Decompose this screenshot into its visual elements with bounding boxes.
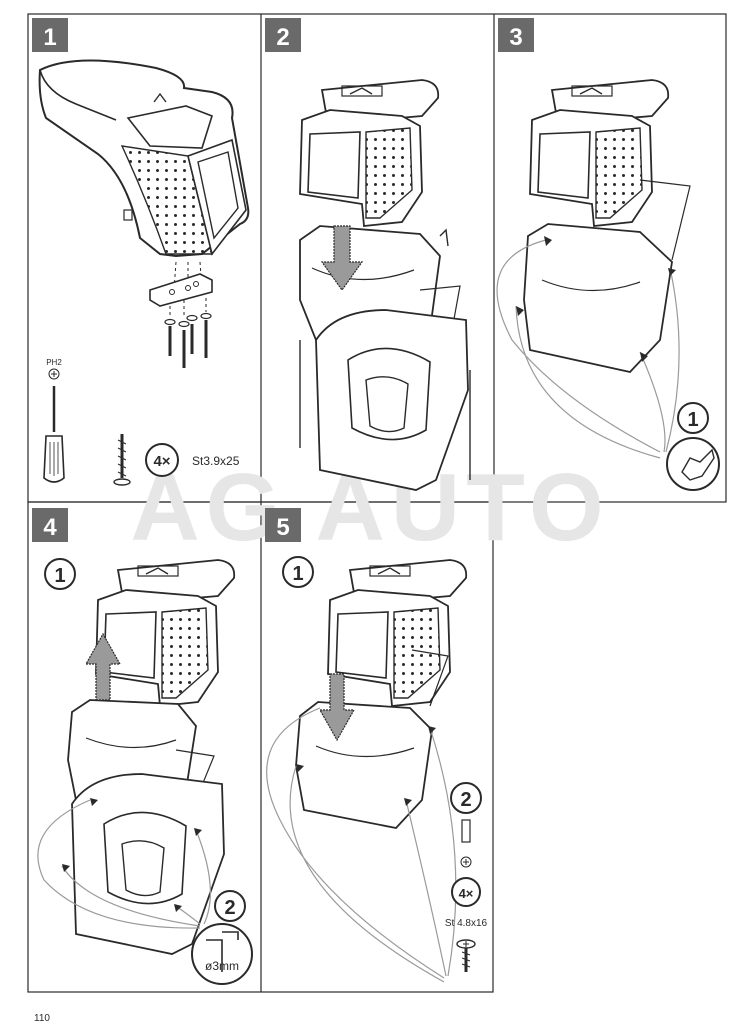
screwdriver-icon <box>460 819 472 868</box>
substep-2-badge <box>450 782 482 814</box>
step-2-badge <box>265 18 301 52</box>
armrest-drawing <box>95 559 236 707</box>
armrest-drawing <box>299 79 440 227</box>
arrow-down-icon <box>320 225 364 292</box>
step-4-number: 4 <box>43 514 57 541</box>
substep-1-number: 1 <box>687 409 698 431</box>
arrow-down-icon <box>318 673 356 742</box>
step-5-panel: 5 1 2 4× St 4.8x16 <box>265 508 488 983</box>
screwdriver-drawing: PH2 <box>43 358 65 483</box>
armrest-drawing <box>529 79 670 227</box>
step-1-badge <box>32 18 68 52</box>
screw-spec: St 4.8x16 <box>445 918 488 929</box>
drill-size-label: ø3mm <box>205 959 239 973</box>
substep-1-badge <box>44 558 76 590</box>
arrow-up-icon <box>84 632 122 701</box>
screw-spec: St3.9x25 <box>192 454 240 468</box>
step-4-panel: 4 1 2 ø3mm <box>32 508 253 985</box>
guide-curves <box>266 707 457 983</box>
step-1-panel: 1 <box>32 18 250 486</box>
armrest-drawing <box>38 59 250 258</box>
step-5-number: 5 <box>276 514 289 541</box>
step-2-number: 2 <box>276 24 289 51</box>
screw-count: 4× <box>153 453 170 470</box>
substep-1-badge <box>282 556 314 588</box>
guide-curves <box>496 239 680 459</box>
panel-grid <box>27 13 727 993</box>
screw-count-badge <box>145 443 179 477</box>
screw-count-badge <box>451 877 481 907</box>
step-1-number: 1 <box>43 24 56 51</box>
screw-count: 4× <box>459 886 474 901</box>
step-2-panel: 2 <box>265 18 471 491</box>
step-3-badge <box>498 18 534 52</box>
armrest-drawing <box>327 559 468 707</box>
mounting-bracket <box>149 273 213 307</box>
console-mid <box>295 701 433 829</box>
step-3-number: 3 <box>509 24 522 51</box>
substep-2-number: 2 <box>460 789 471 811</box>
guide-curves <box>37 799 211 929</box>
step-4-badge <box>32 508 68 542</box>
console-mid <box>523 223 673 373</box>
substep-2-badge <box>214 890 246 922</box>
screwdriver-label: PH2 <box>46 358 62 367</box>
substep-1-badge <box>677 402 709 434</box>
page-number: 110 <box>34 1013 50 1024</box>
screw-icon <box>456 939 476 972</box>
screw-icon <box>113 434 131 486</box>
step-5-badge <box>265 508 301 542</box>
substep-1-number: 1 <box>292 563 303 585</box>
screws-set <box>164 312 212 368</box>
substep-2-number: 2 <box>224 897 235 919</box>
step-3-panel: 3 1 <box>496 18 720 491</box>
substep-1-number: 1 <box>54 565 65 587</box>
